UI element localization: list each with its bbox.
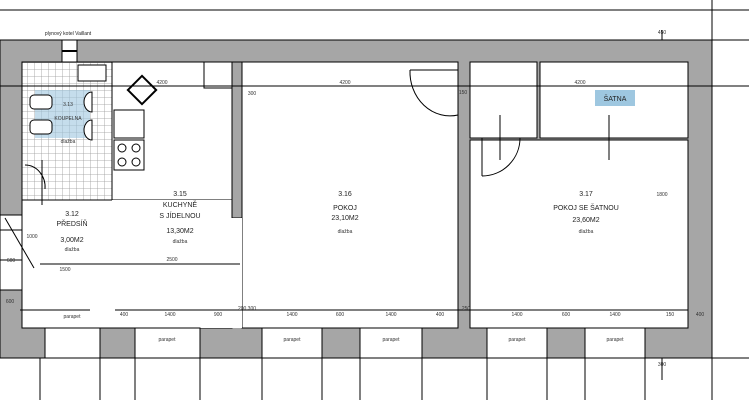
svg-text:1800: 1800 (656, 192, 667, 198)
room-label-3-16: 3.16 POKOJ 23,10M2 dlažba (331, 191, 358, 235)
svg-text:KOUPELNA: KOUPELNA (54, 116, 82, 122)
satna-highlight (595, 90, 635, 106)
partition-wall (231, 61, 243, 219)
window (584, 327, 646, 359)
svg-text:parapet: parapet (509, 337, 527, 343)
toilet (29, 119, 53, 135)
svg-text:300: 300 (248, 91, 257, 97)
svg-text:600: 600 (7, 258, 16, 264)
svg-text:1400: 1400 (385, 312, 396, 318)
svg-text:300: 300 (658, 362, 667, 368)
svg-text:POKOJ SE ŠATNOU: POKOJ SE ŠATNOU (553, 203, 619, 212)
svg-text:4200: 4200 (339, 80, 350, 86)
svg-text:400: 400 (436, 312, 445, 318)
svg-text:1400: 1400 (511, 312, 522, 318)
svg-text:200 300: 200 300 (238, 306, 256, 312)
svg-text:1500: 1500 (59, 267, 70, 273)
svg-text:13,30M2: 13,30M2 (166, 228, 193, 235)
boiler (77, 64, 107, 82)
svg-text:250: 250 (462, 306, 471, 312)
svg-text:parapet: parapet (607, 337, 625, 343)
windows (44, 327, 646, 359)
svg-text:dlažba: dlažba (338, 229, 353, 235)
svg-text:4200: 4200 (574, 80, 585, 86)
svg-text:1400: 1400 (609, 312, 620, 318)
svg-text:3.17: 3.17 (579, 191, 593, 198)
window (486, 327, 548, 359)
boiler-note: plynový kotel Vaillant (45, 31, 92, 37)
svg-text:POKOJ: POKOJ (333, 205, 357, 212)
svg-text:1000: 1000 (26, 234, 37, 240)
dimension-labels: 4200 4200 4200 300 150 1000 1500 2500 60… (6, 30, 705, 368)
svg-text:parapet: parapet (284, 337, 302, 343)
fridge (113, 109, 145, 139)
svg-text:dlažba: dlažba (173, 239, 188, 245)
svg-text:3.16: 3.16 (338, 191, 352, 198)
room-label-bathroom: 3.13 KOUPELNA dlažba (54, 102, 82, 145)
svg-text:23,60M2: 23,60M2 (572, 217, 599, 224)
svg-text:600: 600 (562, 312, 571, 318)
svg-text:23,10M2: 23,10M2 (331, 215, 358, 222)
room-label-3-15: 3.15 KUCHYNĚ S JÍDELNOU 13,30M2 dlažba (159, 191, 200, 245)
svg-text:3.12: 3.12 (65, 211, 79, 218)
svg-text:parapet: parapet (383, 337, 401, 343)
svg-text:1400: 1400 (286, 312, 297, 318)
window (44, 327, 101, 359)
stove (113, 139, 145, 171)
door-swing (409, 69, 459, 117)
svg-text:900: 900 (214, 312, 223, 318)
svg-text:S JÍDELNOU: S JÍDELNOU (159, 211, 200, 220)
svg-text:600: 600 (6, 299, 15, 305)
room-label-3-12: 3.12 PŘEDSÍŇ 3,00M2 dlažba (56, 211, 87, 253)
svg-text:3.15: 3.15 (173, 191, 187, 198)
room-3-17 (469, 139, 689, 329)
closet (469, 61, 538, 139)
sink (126, 74, 158, 106)
svg-text:400: 400 (120, 312, 129, 318)
svg-text:3.13: 3.13 (63, 102, 73, 108)
svg-text:150: 150 (666, 312, 675, 318)
room-label-satna: ŠATNA (604, 94, 627, 103)
svg-text:450: 450 (658, 30, 667, 36)
svg-text:4200: 4200 (156, 80, 167, 86)
svg-text:150: 150 (459, 90, 468, 96)
window (261, 327, 323, 359)
svg-text:dlažba: dlažba (579, 229, 594, 235)
svg-text:PŘEDSÍŇ: PŘEDSÍŇ (56, 219, 87, 228)
cabinet (203, 61, 233, 89)
washbasin (29, 94, 53, 110)
window-labels: parapet parapet parapet parapet parapet (159, 337, 625, 343)
svg-text:parapet: parapet (64, 314, 82, 320)
svg-text:400: 400 (696, 312, 705, 318)
svg-text:3,00M2: 3,00M2 (60, 237, 83, 244)
svg-text:dlažba: dlažba (65, 247, 80, 253)
window (359, 327, 423, 359)
svg-text:parapet: parapet (159, 337, 177, 343)
svg-text:KUCHYNĚ: KUCHYNĚ (163, 200, 198, 209)
window (134, 327, 201, 359)
svg-text:2500: 2500 (166, 257, 177, 263)
svg-text:dlažba: dlažba (61, 139, 76, 145)
room-label-3-17: 3.17 POKOJ SE ŠATNOU 23,60M2 dlažba (553, 191, 619, 235)
door-swing (481, 137, 521, 177)
svg-text:600: 600 (336, 312, 345, 318)
svg-text:1400: 1400 (164, 312, 175, 318)
entrance-door (0, 214, 23, 291)
